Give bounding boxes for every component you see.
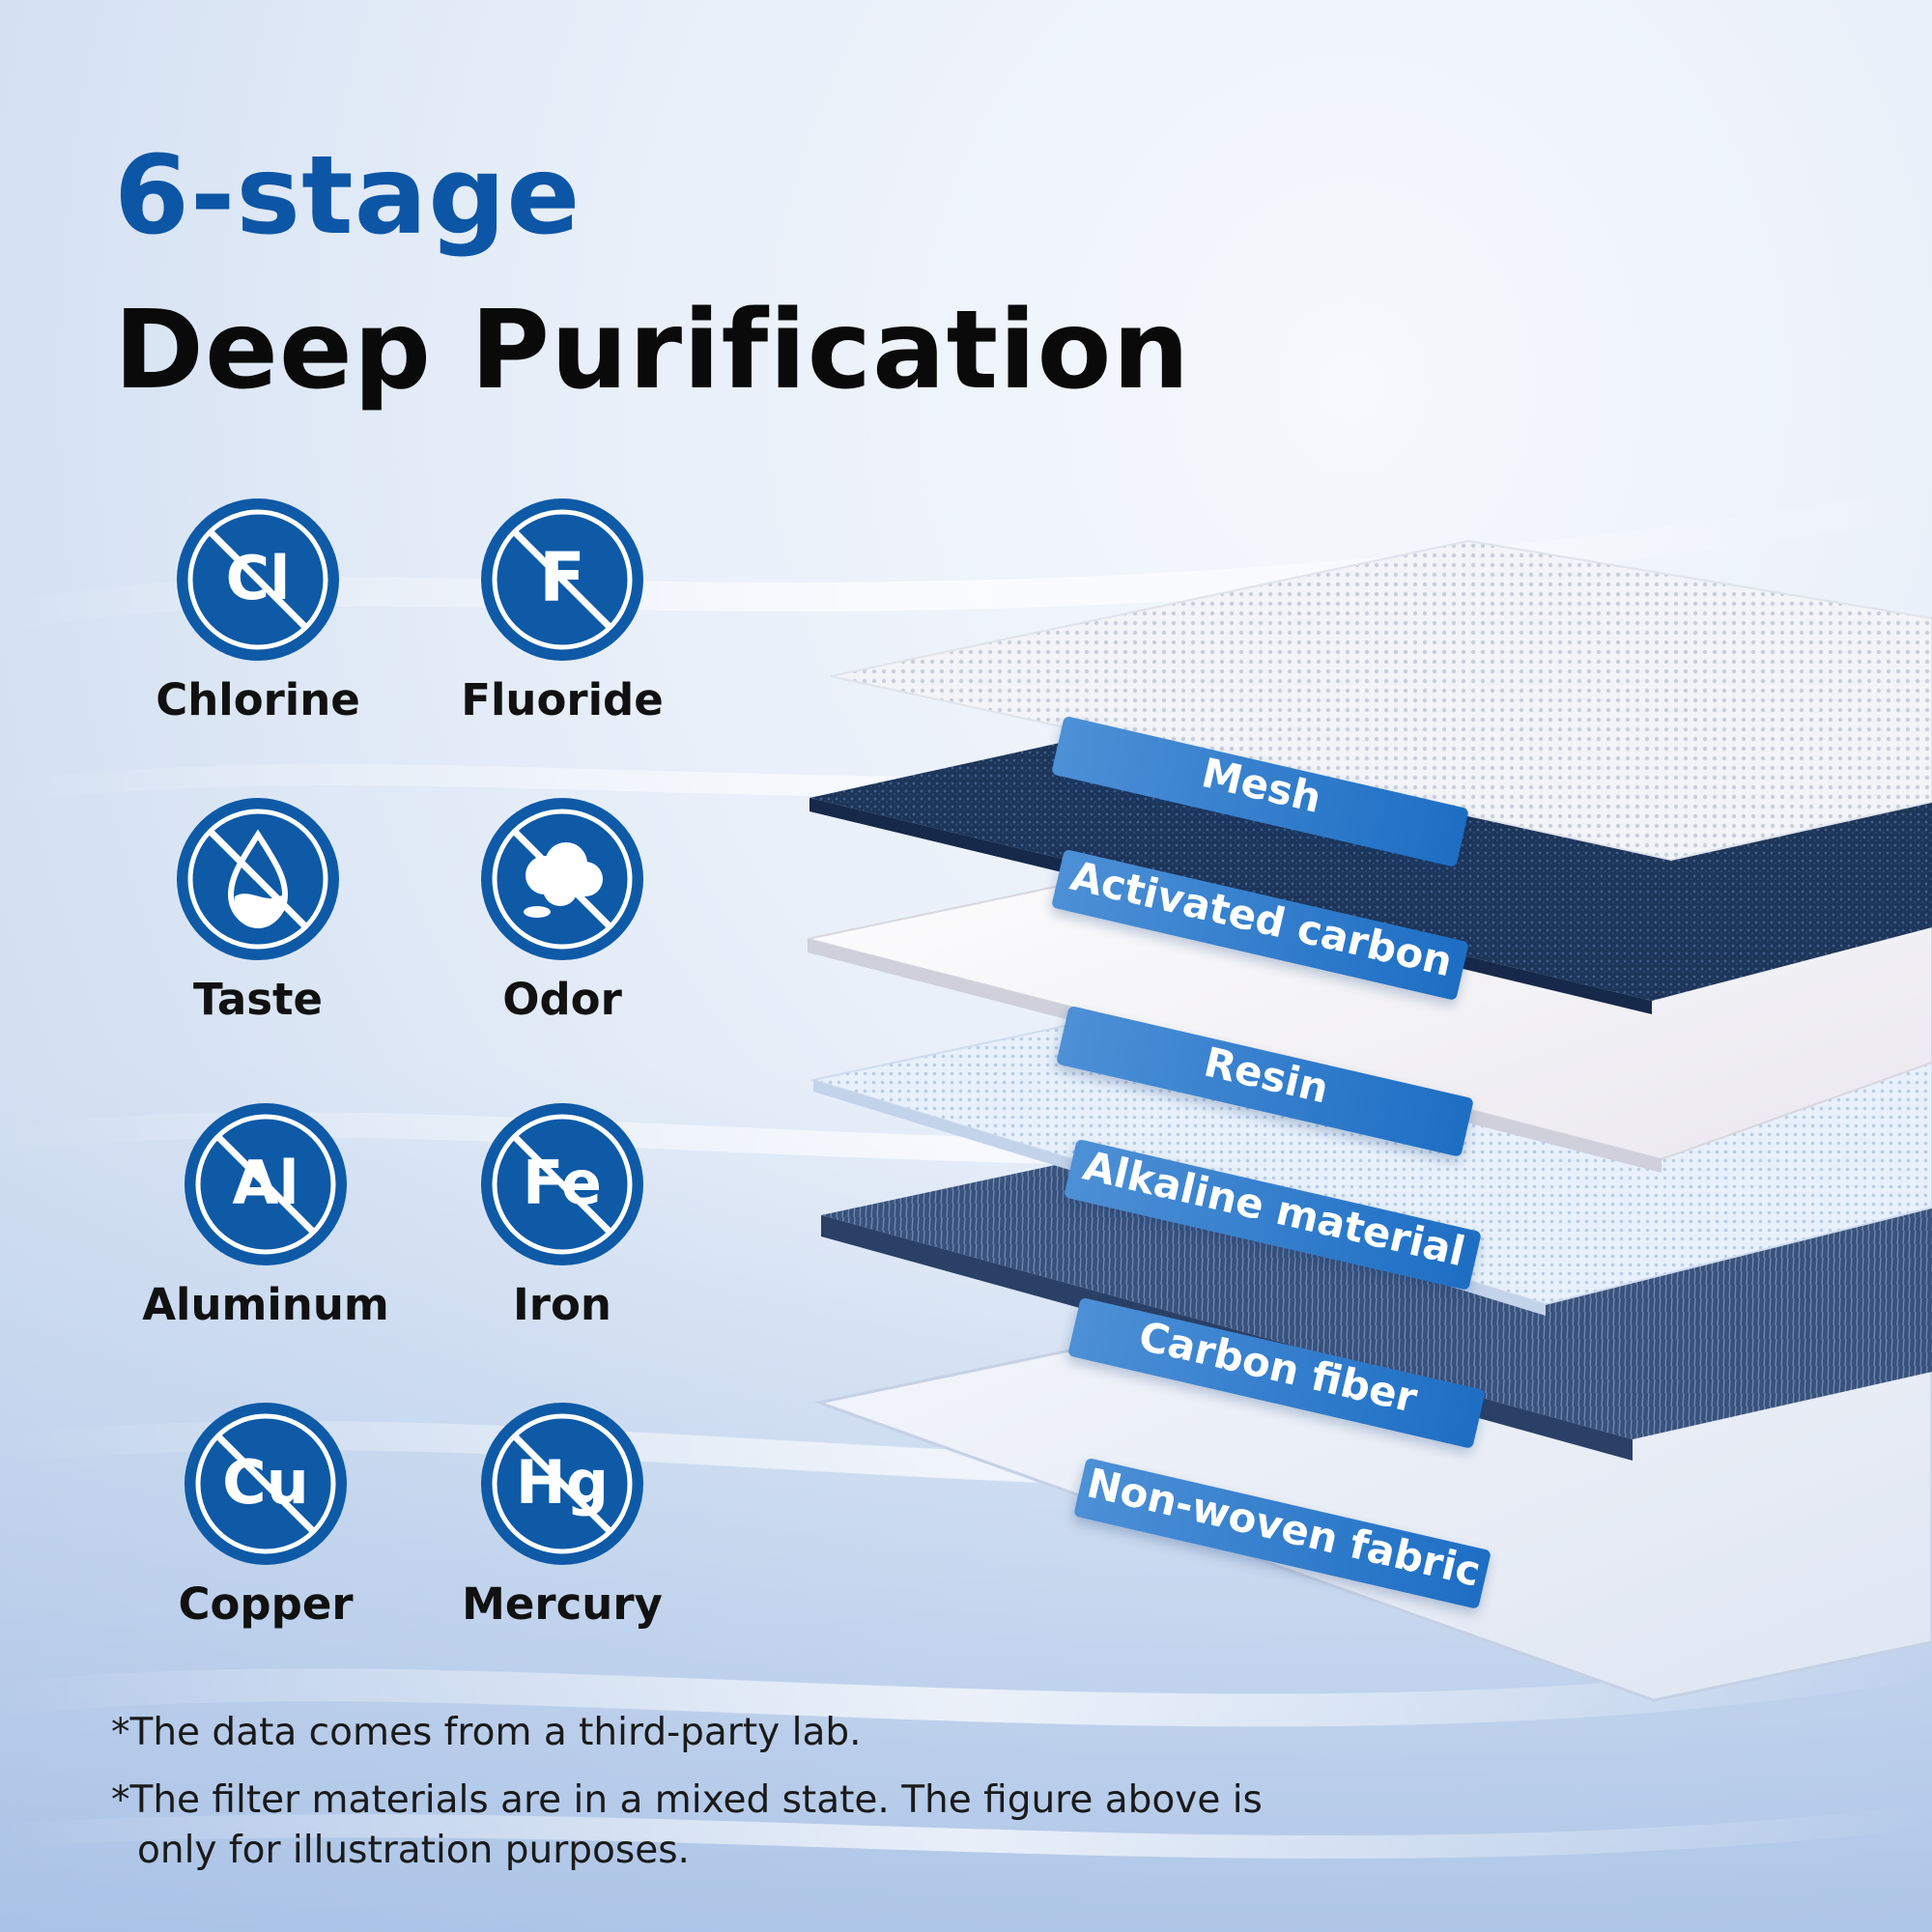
contaminant-label: Fluoride — [461, 674, 664, 725]
contaminant-label: Iron — [513, 1279, 611, 1330]
footnote-data-source: *The data comes from a third-party lab. — [111, 1711, 862, 1754]
water-drop-icon — [177, 798, 339, 960]
footnote-illustration-line1: *The filter materials are in a mixed sta… — [111, 1778, 1263, 1822]
aluminum-symbol-icon: Al — [185, 1103, 347, 1265]
contaminant-label: Copper — [178, 1578, 354, 1630]
contaminant-iron: Fe Iron — [437, 1099, 688, 1330]
iron-symbol-icon: Fe — [481, 1103, 643, 1265]
contaminant-copper: Cu Copper — [140, 1399, 391, 1630]
contaminant-aluminum: Al Aluminum — [140, 1099, 391, 1330]
contaminant-taste: Taste — [132, 794, 384, 1025]
badge-symbol: Fe — [523, 1148, 602, 1218]
copper-symbol-icon: Cu — [185, 1403, 347, 1565]
contaminant-label: Odor — [502, 974, 622, 1025]
contaminant-odor: Odor — [437, 794, 688, 1025]
footnote-illustration-line2: only for illustration purposes. — [137, 1829, 690, 1872]
layer-mesh-sheet — [830, 539, 1932, 862]
contaminant-fluoride: F Fluoride — [437, 495, 688, 725]
contaminant-label: Chlorine — [156, 674, 360, 725]
contaminant-chlorine: Cl Chlorine — [132, 495, 384, 725]
headline-stage-count: 6-stage — [114, 133, 582, 259]
contaminant-label: Mercury — [462, 1578, 663, 1630]
badge-symbol: F — [539, 538, 585, 617]
badge-symbol: Hg — [516, 1447, 609, 1518]
contaminant-label: Aluminum — [142, 1279, 389, 1330]
badge-symbol: Cu — [222, 1447, 309, 1518]
odor-cloud-icon — [481, 798, 643, 960]
contaminant-label: Taste — [192, 974, 324, 1025]
fluoride-symbol-icon: F — [481, 498, 643, 661]
badge-symbol: Cl — [226, 543, 291, 613]
headline-main: Deep Purification — [114, 288, 1191, 413]
chlorine-symbol-icon: Cl — [177, 498, 339, 661]
contaminant-mercury: Hg Mercury — [437, 1399, 688, 1630]
badge-symbol: Al — [232, 1148, 298, 1218]
mercury-symbol-icon: Hg — [481, 1403, 643, 1565]
